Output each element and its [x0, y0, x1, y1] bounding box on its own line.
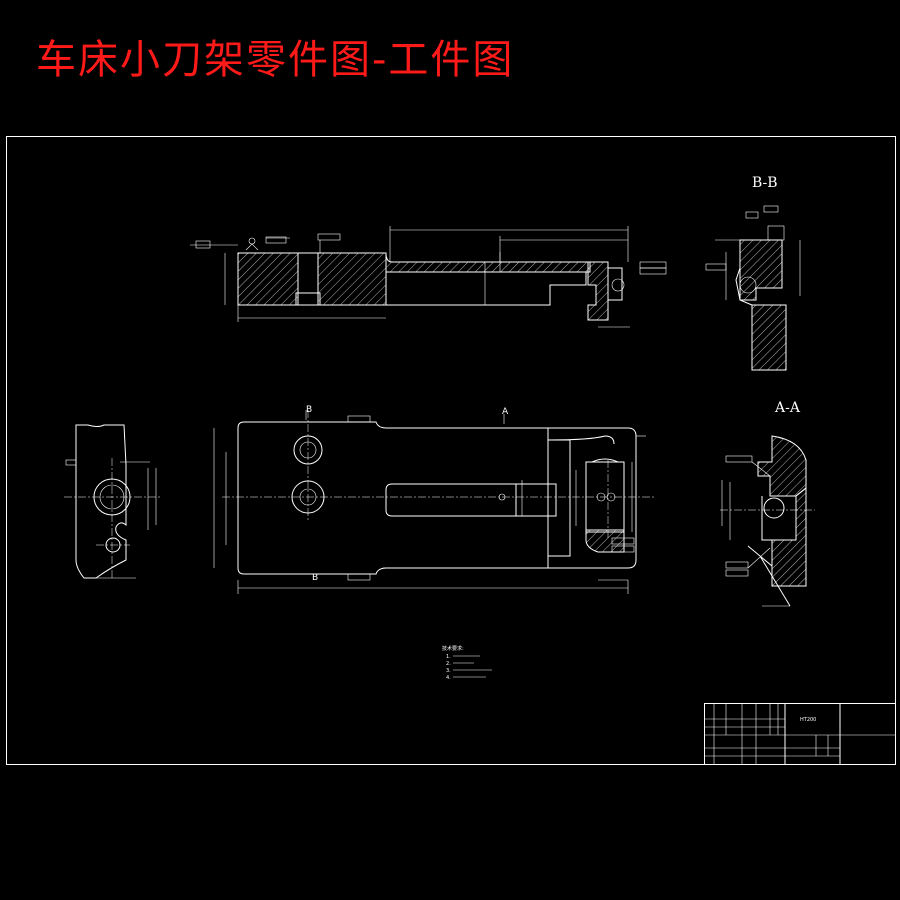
- section-aa-view: A-A: [720, 400, 815, 607]
- tech-note-2: 2.: [446, 661, 451, 667]
- section-bb-label: B-B: [752, 175, 778, 191]
- cut-marker-b: B: [306, 405, 312, 415]
- drawing-frame: [6, 136, 896, 765]
- cut-marker-a: A: [502, 407, 509, 417]
- title-block-material: HT200: [800, 717, 816, 723]
- tech-note-1: 1.: [446, 654, 451, 660]
- tech-note-3: 3.: [446, 668, 451, 674]
- section-bb-view: B-B: [705, 175, 801, 371]
- page-title: 车床小刀架零件图-工件图: [36, 37, 515, 83]
- cut-marker-b-bottom: B: [312, 573, 318, 583]
- title-block: HT200: [704, 703, 896, 765]
- tech-notes-heading: 技术要求:: [442, 645, 464, 652]
- section-aa-label: A-A: [774, 400, 801, 416]
- front-section-view: [190, 226, 667, 328]
- left-side-view: [64, 424, 160, 579]
- plan-view: B A B: [213, 405, 656, 594]
- tech-note-4: 4.: [446, 675, 451, 681]
- technical-notes: 技术要求: 1. 2. 3. 4.: [442, 645, 492, 681]
